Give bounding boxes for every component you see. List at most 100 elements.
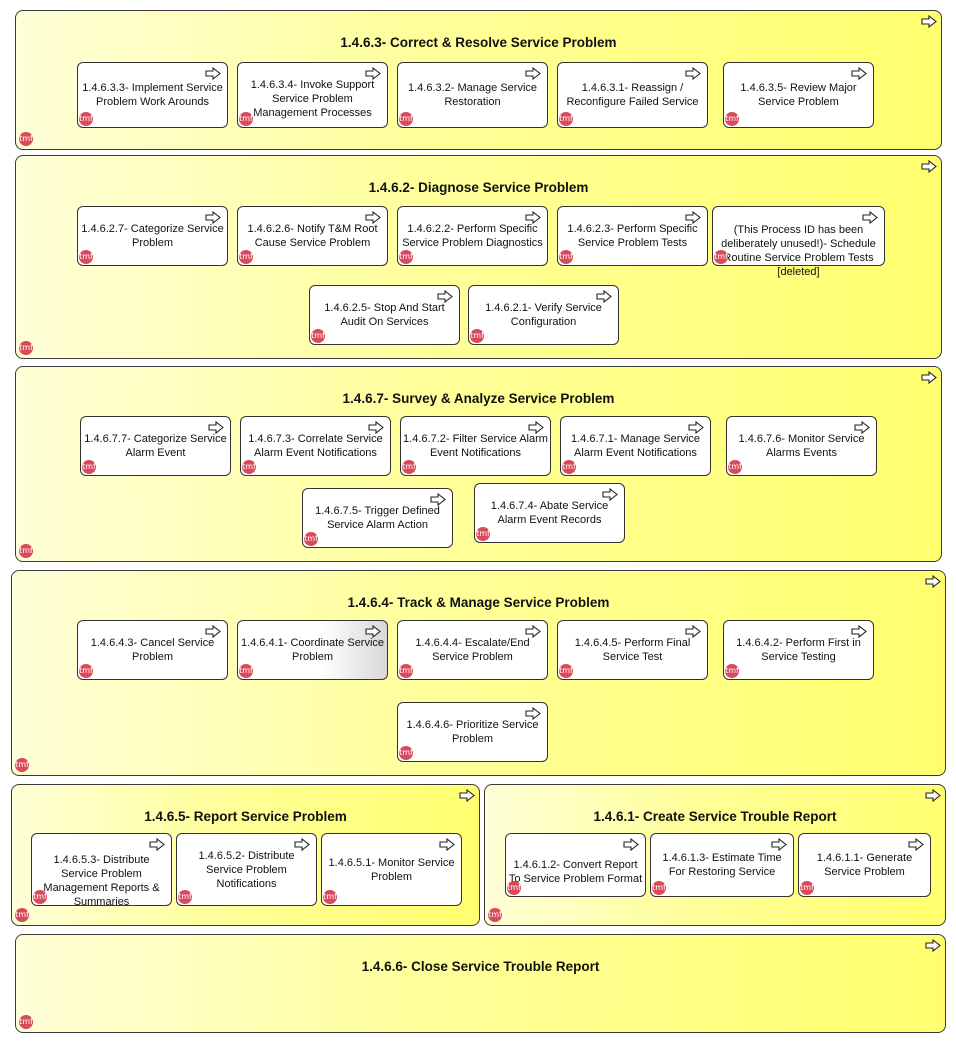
- arrow-right-icon: [525, 625, 541, 638]
- process-box[interactable]: 1.4.6.7.7- Categorize Service Alarm Even…: [80, 416, 231, 476]
- tmf-badge-icon: tmf: [79, 112, 93, 126]
- process-box[interactable]: 1.4.6.7.2- Filter Service Alarm Event No…: [400, 416, 551, 476]
- arrow-right-icon: [862, 211, 878, 224]
- process-box[interactable]: 1.4.6.3.3- Implement Service Problem Wor…: [77, 62, 228, 128]
- process-label: 1.4.6.3.4- Invoke Support Service Proble…: [250, 79, 375, 119]
- tmf-badge-icon: tmf: [19, 544, 33, 558]
- group-correct-resolve-service-problem[interactable]: 1.4.6.3- Correct & Resolve Service Probl…: [15, 10, 942, 150]
- arrow-right-icon: [688, 421, 704, 434]
- process-label: 1.4.6.3.3- Implement Service Problem Wor…: [82, 82, 223, 108]
- process-box[interactable]: 1.4.6.2.7- Categorize Service Problem tm…: [77, 206, 228, 266]
- process-label: 1.4.6.7.6- Monitor Service Alarms Events: [738, 433, 865, 459]
- process-label: 1.4.6.2.6- Notify T&M Root Cause Service…: [247, 223, 378, 249]
- process-box[interactable]: 1.4.6.1.3- Estimate Time For Restoring S…: [650, 833, 794, 897]
- process-box[interactable]: 1.4.6.2.1- Verify Service Configuration …: [468, 285, 619, 345]
- process-box[interactable]: 1.4.6.3.2- Manage Service Restoration tm…: [397, 62, 548, 128]
- process-label: 1.4.6.1.1- Generate Service Problem: [816, 852, 913, 878]
- process-box[interactable]: 1.4.6.1.2- Convert Report To Service Pro…: [505, 833, 646, 897]
- process-label: 1.4.6.3.2- Manage Service Restoration: [407, 82, 538, 108]
- group-report-service-problem[interactable]: 1.4.6.5- Report Service Problem 1.4.6.5.…: [11, 784, 480, 926]
- tmf-badge-icon: tmf: [725, 664, 739, 678]
- process-box[interactable]: 1.4.6.4.3- Cancel Service Problem tmf: [77, 620, 228, 680]
- group-title: 1.4.6.4- Track & Manage Service Problem: [347, 595, 610, 610]
- process-label: 1.4.6.5.1- Monitor Service Problem: [328, 856, 455, 883]
- process-box[interactable]: 1.4.6.5.2- Distribute Service Problem No…: [176, 833, 317, 906]
- process-box[interactable]: 1.4.6.2.2- Perform Specific Service Prob…: [397, 206, 548, 266]
- arrow-right-icon: [921, 15, 937, 28]
- tmf-badge-icon: tmf: [559, 250, 573, 264]
- tmf-badge-icon: tmf: [33, 890, 47, 904]
- group-title: 1.4.6.7- Survey & Analyze Service Proble…: [342, 391, 615, 406]
- tmf-badge-icon: tmf: [323, 890, 337, 904]
- arrow-right-icon: [908, 838, 924, 851]
- arrow-right-icon: [528, 421, 544, 434]
- process-box[interactable]: 1.4.6.7.6- Monitor Service Alarms Events…: [726, 416, 877, 476]
- group-create-service-trouble-report[interactable]: 1.4.6.1- Create Service Trouble Report 1…: [484, 784, 946, 926]
- tmf-badge-icon: tmf: [507, 881, 521, 895]
- tmf-badge-icon: tmf: [79, 664, 93, 678]
- process-box[interactable]: 1.4.6.4.5- Perform Final Service Test tm…: [557, 620, 708, 680]
- group-diagnose-service-problem[interactable]: 1.4.6.2- Diagnose Service Problem 1.4.6.…: [15, 155, 942, 359]
- arrow-right-icon: [685, 67, 701, 80]
- process-box[interactable]: 1.4.6.7.1- Manage Service Alarm Event No…: [560, 416, 711, 476]
- process-box[interactable]: 1.4.6.2.6- Notify T&M Root Cause Service…: [237, 206, 388, 266]
- process-box[interactable]: 1.4.6.7.5- Trigger Defined Service Alarm…: [302, 488, 453, 548]
- tmf-badge-icon: tmf: [79, 250, 93, 264]
- arrow-right-icon: [925, 575, 941, 588]
- group-title: 1.4.6.1- Create Service Trouble Report: [593, 809, 837, 824]
- tmf-badge-icon: tmf: [559, 664, 573, 678]
- tmf-badge-icon: tmf: [399, 664, 413, 678]
- process-box[interactable]: 1.4.6.4.2- Perform First in Service Test…: [723, 620, 874, 680]
- process-label: 1.4.6.7.4- Abate Service Alarm Event Rec…: [490, 500, 609, 526]
- process-box[interactable]: (This Process ID has been deliberately u…: [712, 206, 885, 278]
- tmf-badge-icon: tmf: [399, 250, 413, 264]
- group-track-manage-service-problem[interactable]: 1.4.6.4- Track & Manage Service Problem …: [11, 570, 946, 776]
- group-title: 1.4.6.5- Report Service Problem: [144, 809, 347, 824]
- process-box[interactable]: 1.4.6.4.6- Prioritize Service Problem tm…: [397, 702, 548, 762]
- process-label: 1.4.6.5.2- Distribute Service Problem No…: [198, 849, 295, 890]
- process-box[interactable]: 1.4.6.1.1- Generate Service Problem tmf: [798, 833, 931, 897]
- process-box[interactable]: 1.4.6.5.3- Distribute Service Problem Ma…: [31, 833, 172, 908]
- arrow-right-icon: [685, 625, 701, 638]
- arrow-right-icon: [525, 707, 541, 720]
- process-box[interactable]: 1.4.6.5.1- Monitor Service Problem tmf: [321, 833, 462, 906]
- tmf-badge-icon: tmf: [239, 250, 253, 264]
- process-label: 1.4.6.5.3- Distribute Service Problem Ma…: [43, 853, 160, 908]
- group-survey-analyze-service-problem[interactable]: 1.4.6.7- Survey & Analyze Service Proble…: [15, 366, 942, 562]
- process-label: 1.4.6.4.5- Perform Final Service Test: [574, 637, 691, 663]
- arrow-right-icon: [205, 625, 221, 638]
- tmf-badge-icon: tmf: [402, 460, 416, 474]
- arrow-right-icon: [854, 421, 870, 434]
- process-label: 1.4.6.2.1- Verify Service Configuration: [485, 302, 602, 328]
- process-label: 1.4.6.4.3- Cancel Service Problem: [90, 637, 215, 663]
- process-label: 1.4.6.4.4- Escalate/End Service Problem: [415, 637, 530, 663]
- arrow-right-icon: [851, 625, 867, 638]
- process-box[interactable]: 1.4.6.2.5- Stop And Start Audit On Servi…: [309, 285, 460, 345]
- arrow-right-icon: [851, 67, 867, 80]
- group-close-service-trouble-report[interactable]: 1.4.6.6- Close Service Trouble Report tm…: [15, 934, 946, 1033]
- arrow-right-icon: [365, 67, 381, 80]
- arrow-right-icon: [365, 211, 381, 224]
- process-box[interactable]: 1.4.6.3.4- Invoke Support Service Proble…: [237, 62, 388, 128]
- process-box[interactable]: 1.4.6.7.3- Correlate Service Alarm Event…: [240, 416, 391, 476]
- process-box[interactable]: 1.4.6.2.3- Perform Specific Service Prob…: [557, 206, 708, 266]
- process-label: 1.4.6.2.7- Categorize Service Problem: [81, 223, 224, 249]
- tmf-badge-icon: tmf: [19, 1015, 33, 1029]
- process-box[interactable]: 1.4.6.4.4- Escalate/End Service Problem …: [397, 620, 548, 680]
- process-box[interactable]: 1.4.6.3.5- Review Major Service Problem …: [723, 62, 874, 128]
- process-label: 1.4.6.3.5- Review Major Service Problem: [740, 82, 857, 108]
- tmf-badge-icon: tmf: [311, 329, 325, 343]
- process-label: 1.4.6.7.7- Categorize Service Alarm Even…: [84, 433, 227, 459]
- tmf-badge-icon: tmf: [239, 664, 253, 678]
- arrow-right-icon: [439, 838, 455, 851]
- process-box[interactable]: 1.4.6.4.1- Coordinate Service Problem tm…: [237, 620, 388, 680]
- tmf-badge-icon: tmf: [399, 112, 413, 126]
- process-label: 1.4.6.4.2- Perform First in Service Test…: [736, 637, 861, 663]
- arrow-right-icon: [365, 625, 381, 638]
- tmf-badge-icon: tmf: [800, 881, 814, 895]
- arrow-right-icon: [368, 421, 384, 434]
- process-box[interactable]: 1.4.6.7.4- Abate Service Alarm Event Rec…: [474, 483, 625, 543]
- process-box[interactable]: 1.4.6.3.1- Reassign / Reconfigure Failed…: [557, 62, 708, 128]
- process-label: 1.4.6.1.3- Estimate Time For Restoring S…: [662, 852, 782, 878]
- arrow-right-icon: [921, 160, 937, 173]
